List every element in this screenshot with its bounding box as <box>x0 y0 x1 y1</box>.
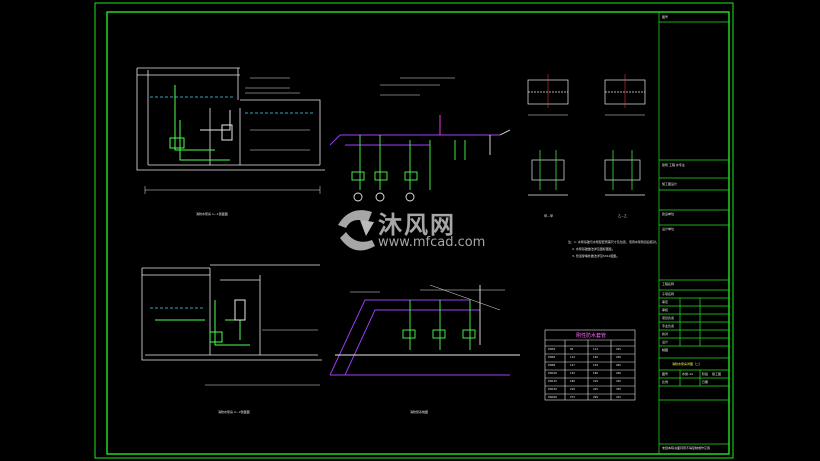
table-cell: 95 <box>570 348 574 351</box>
table-cell: 114 <box>593 348 598 351</box>
title-block-row3: 建设单位 <box>662 212 675 216</box>
table-cell: 245 <box>593 388 598 391</box>
note-line-2: 3. 管道穿墙处做法详见S312图集。 <box>572 254 620 258</box>
table-cell: DN50 <box>548 348 556 351</box>
watermark: 沐风网 www.mfcad.com <box>330 205 500 250</box>
title-block-row1: 建筑 工程 水专业 <box>662 163 685 167</box>
title-block-sign-5: 设计 <box>662 340 669 344</box>
title-block-row5: 工程名称 <box>662 282 675 286</box>
title-block-drawing-no-label: 图号 <box>662 372 669 376</box>
table-cell: 273 <box>570 396 575 399</box>
drawing-border-outer <box>94 2 734 459</box>
title-block-scale-label: 比例 <box>662 380 669 384</box>
title-block-sign-6: 制图 <box>662 348 669 352</box>
title-block-footer: 未经本院书面同意不得复制或作它用 <box>662 446 711 450</box>
table-cell: 265 <box>616 364 621 367</box>
table-cell: DN100 <box>548 372 557 375</box>
casing-table-grid <box>544 329 636 401</box>
section-1-1-title: 消防水泵房 1－1剖面图 <box>196 212 228 216</box>
note-line-0: 注：1. 水泵基础与水泵配套所需尺寸及位置，须待水泵到货后核对。 <box>568 240 659 244</box>
title-block-stage-label: 阶段 <box>702 372 709 376</box>
drawing-border-inner <box>106 11 730 455</box>
table-cell: 219 <box>570 388 575 391</box>
pump-system-bottom <box>329 284 520 376</box>
table-cell: DN80 <box>548 364 556 367</box>
table-cell: DN150 <box>548 388 557 391</box>
title-block-sign-1: 审核 <box>662 308 669 312</box>
table-cell: 152 <box>570 372 575 375</box>
table-cell: 180 <box>593 372 598 375</box>
pump-system-top <box>329 77 511 202</box>
title-block-drawing-name: 消防水泵房详图（二） <box>672 362 703 366</box>
table-cell: 290 <box>616 372 621 375</box>
table-cell: DN65 <box>548 356 556 359</box>
section-2-2-drawing <box>141 264 322 386</box>
table-cell: 219 <box>593 380 598 383</box>
title-block-drawing-no: 水施-14 <box>682 372 693 376</box>
casing-table-title: 刚性防水套管 <box>576 333 607 339</box>
section-2-2-title: 消防水泵房 2－2剖面图 <box>218 410 250 414</box>
table-cell: 159 <box>593 364 598 367</box>
detail-b-title: 乙－乙 <box>618 214 628 218</box>
title-block-stage: 施工图 <box>712 372 722 376</box>
section-2-2-pipes <box>155 299 250 346</box>
table-cell: 140 <box>593 356 598 359</box>
note-line-1: 2. 水泵基础做法详见国标图集。 <box>572 247 615 251</box>
watermark-logo <box>338 210 375 251</box>
table-cell: 250 <box>616 356 621 359</box>
watermark-brand: 沐风网 <box>378 211 456 239</box>
title-block-sign-3: 专业负责 <box>662 324 675 328</box>
title-block-date-label: 日期 <box>702 380 709 384</box>
table-cell: 350 <box>616 388 621 391</box>
title-block-sign-0: 审定 <box>662 300 669 304</box>
table-cell: 180 <box>570 380 575 383</box>
table-cell: 320 <box>616 380 621 383</box>
table-cell: 225 <box>616 348 621 351</box>
watermark-url: www.mfcad.com <box>378 235 486 250</box>
title-block-row4: 设计单位 <box>662 227 675 231</box>
section-1-1-pipes <box>169 85 310 161</box>
system-title: 消防泵系统图 <box>410 410 429 414</box>
title-block-top-label: 图号 <box>662 15 669 19</box>
section-1-1-drawing <box>136 67 325 194</box>
detail-a-title: 甲－甲 <box>544 214 554 218</box>
title-block-frame <box>658 12 729 454</box>
title-block-sign-2: 项目负责 <box>662 316 675 320</box>
table-cell: DN125 <box>548 380 557 383</box>
title-block-sign-4: 校对 <box>662 332 669 336</box>
foundation-details <box>527 74 646 196</box>
title-block-row6: 子项名称 <box>662 292 675 296</box>
title-block-row2: 施工图设计 <box>662 182 678 186</box>
table-cell: 299 <box>593 396 598 399</box>
table-cell: 127 <box>570 364 575 367</box>
table-cell: 415 <box>616 396 621 399</box>
table-cell: DN200 <box>548 396 557 399</box>
table-cell: 114 <box>570 356 575 359</box>
